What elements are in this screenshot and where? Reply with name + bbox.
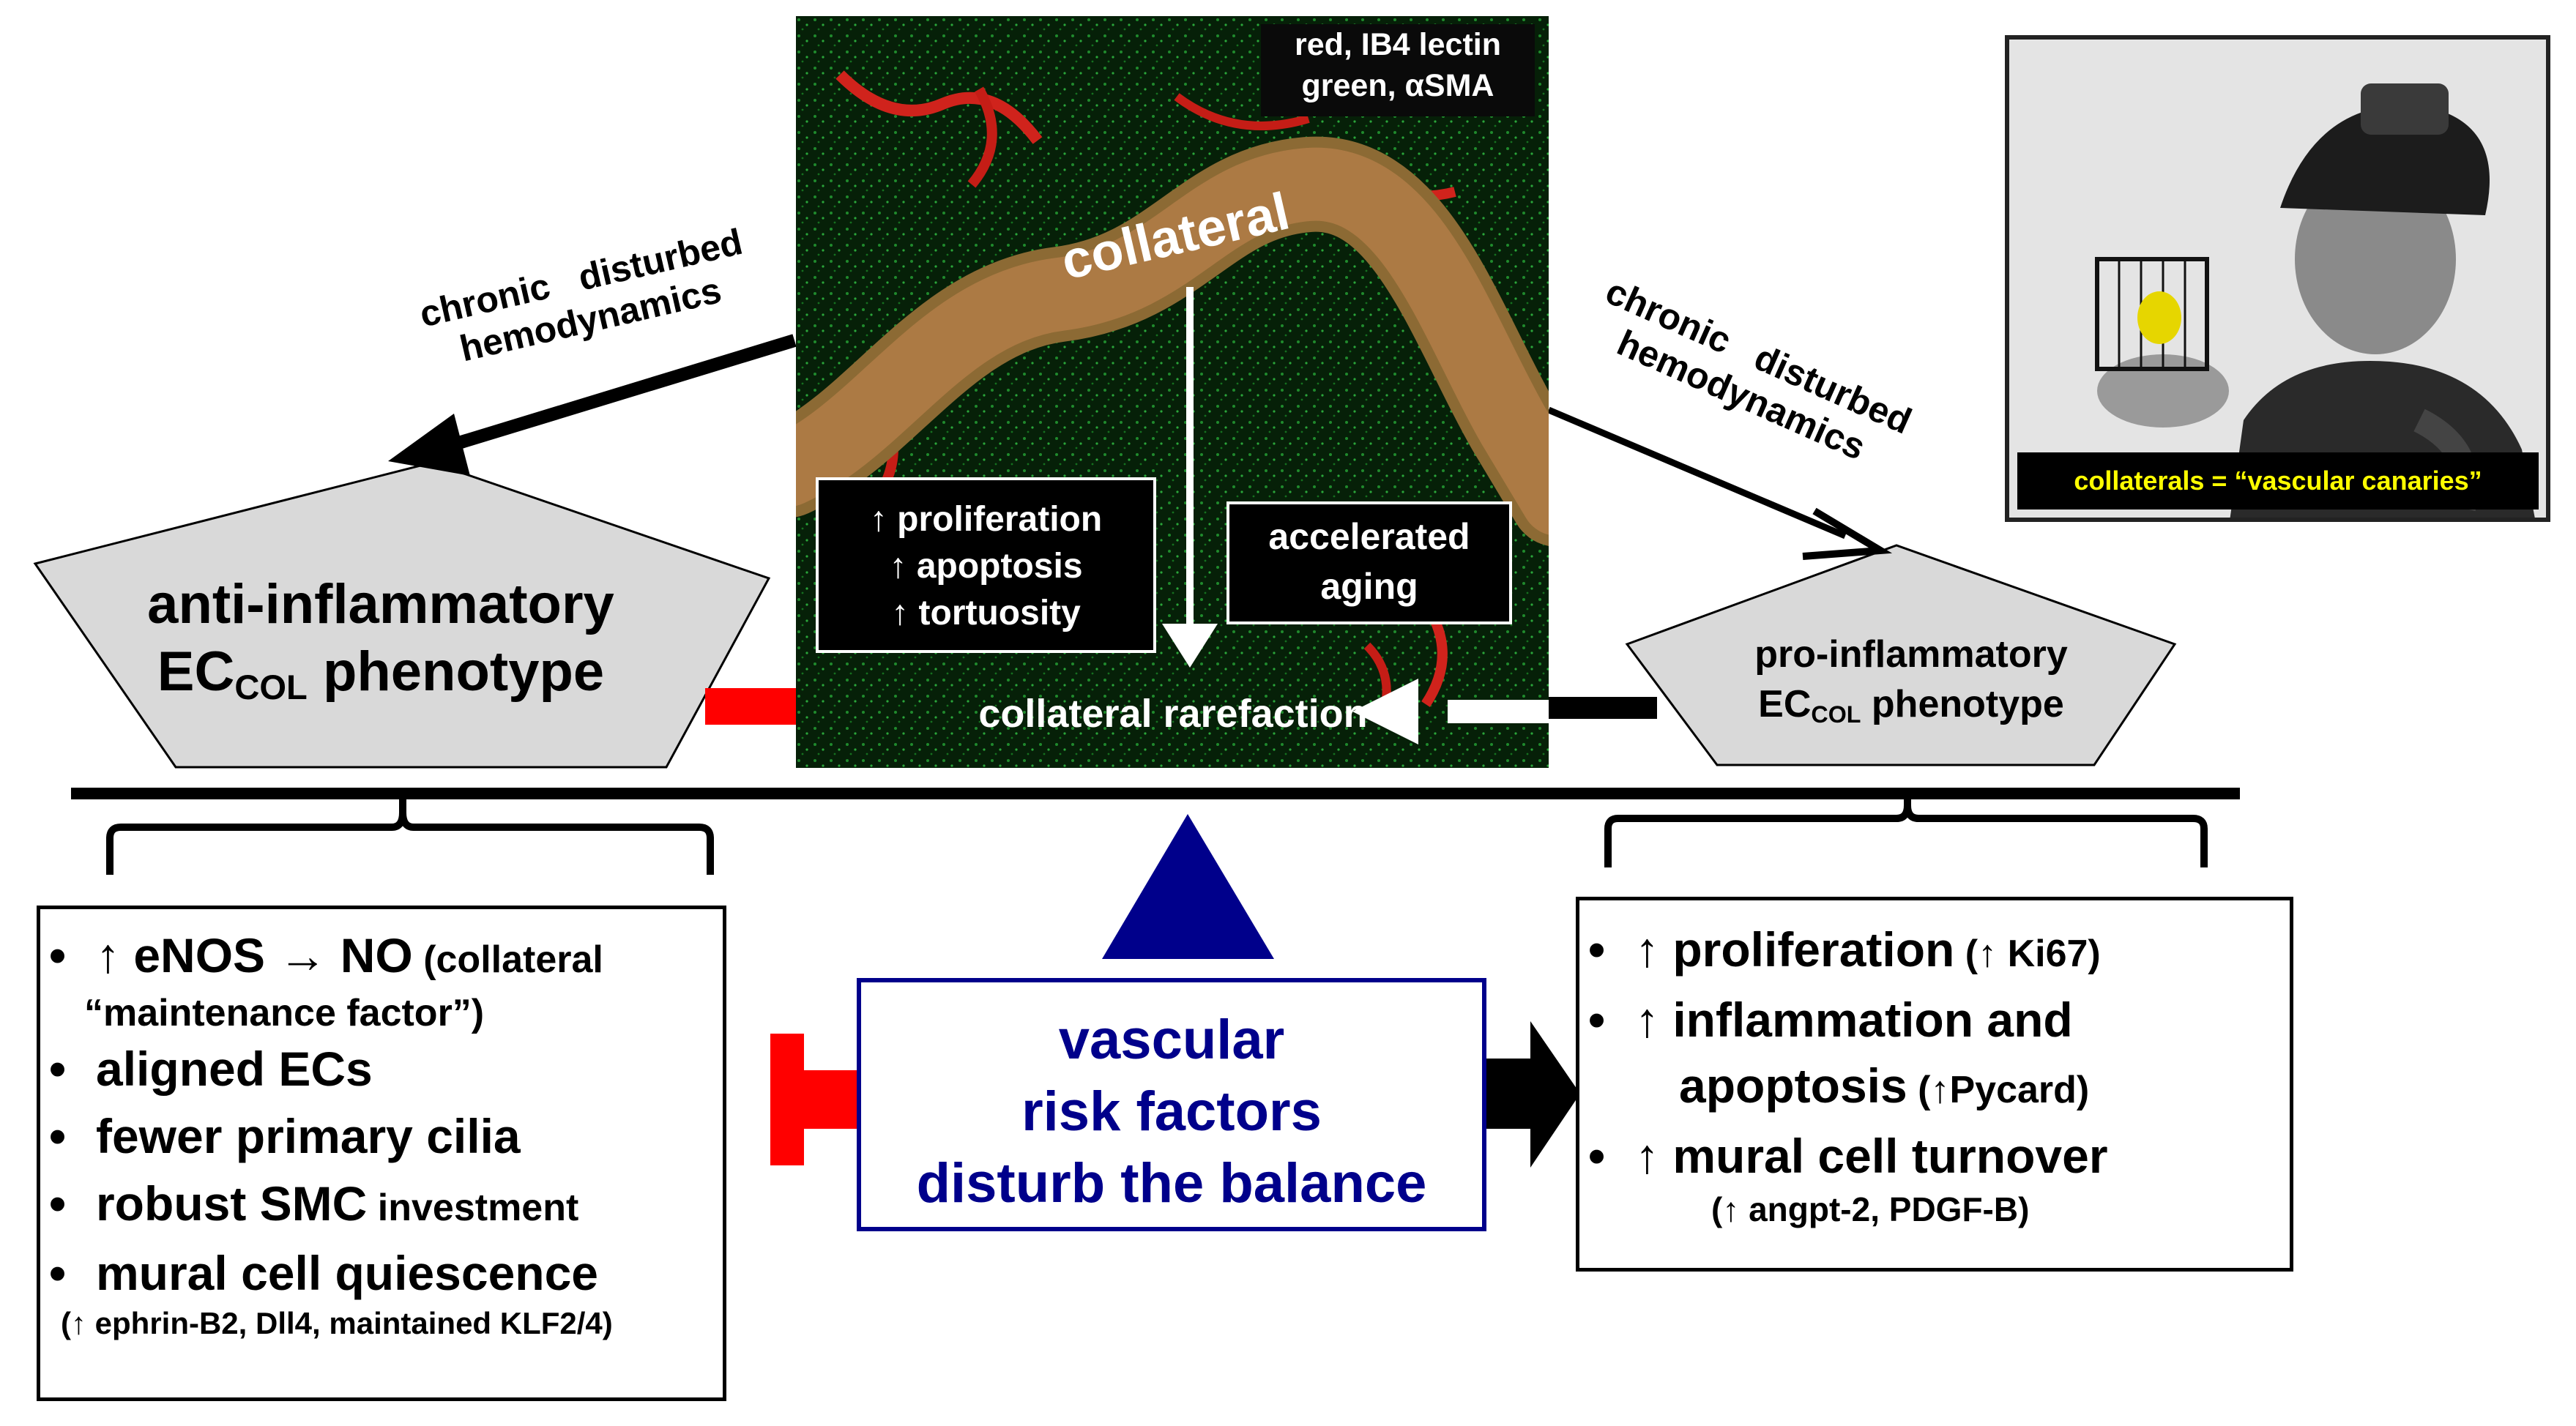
red-inhibit-cap-bottom: [770, 1034, 804, 1165]
col-subscript: COL: [234, 667, 308, 706]
collateral-paren-text: (collateral: [412, 938, 603, 981]
anti-inflammatory-line: anti-inflammatory: [147, 573, 614, 635]
aging-line-2: aging: [1320, 566, 1418, 607]
angpt-note: (↑ angpt-2, PDGF-B): [1711, 1190, 2030, 1228]
right-pentagon-shape: [1625, 544, 2177, 766]
left-hemodynamics-arrowhead: [388, 414, 470, 476]
smc-text: robust SMC: [96, 1176, 368, 1231]
anti-inflammatory-list: ↑ eNOS → NO (collateral “maintenance fac…: [40, 909, 723, 1304]
right-hemodynamics-arrowhead: [1802, 507, 1893, 560]
accelerated-aging-box: accelerated aging: [1226, 501, 1512, 624]
list-item: mural cell quiescence: [40, 1242, 723, 1304]
anti-inflammatory-phenotype-line: ECCOL phenotype: [81, 638, 681, 721]
tortuosity-line: ↑ tortuosity: [891, 594, 1081, 632]
proliferation-box: ↑ proliferation ↑ apoptosis ↑ tortuosity: [816, 477, 1156, 653]
stain-legend-red: red, IB4 lectin: [1295, 27, 1501, 62]
miner-photo-image: [2009, 40, 2546, 518]
right-hemodynamics-arrow: [1547, 406, 1847, 540]
col-subscript: COL: [1811, 701, 1861, 728]
miner-canary-photo: [2005, 35, 2550, 522]
quiescence-text: mural cell quiescence: [96, 1246, 599, 1300]
ki67-text: (↑ Ki67): [1954, 933, 2101, 975]
pro-inflammatory-line: pro-inflammatory: [1754, 633, 2068, 676]
collateral-rarefaction-label: collateral rarefaction: [978, 692, 1368, 736]
black-stem-right: [1549, 697, 1657, 719]
apoptosis-text: apoptosis: [1679, 1059, 1907, 1113]
risk-line-1: vascular: [1058, 1009, 1285, 1071]
aligned-ecs-text: aligned ECs: [96, 1042, 373, 1096]
red-inhibit-stem-bottom: [804, 1070, 857, 1129]
risk-line-3: disturb the balance: [916, 1152, 1427, 1214]
anti-inflammatory-features-box: ↑ eNOS → NO (collateral “maintenance fac…: [37, 906, 726, 1401]
phenotype-text: phenotype: [307, 641, 605, 703]
list-item: aligned ECs: [40, 1035, 723, 1102]
risk-line-2: risk factors: [1021, 1080, 1322, 1143]
pro-inflammatory-features-box: ↑ proliferation (↑ Ki67) ↑ inflammation …: [1576, 897, 2293, 1272]
apoptosis-line: ↑ apoptosis: [889, 547, 1083, 586]
pro-inflammatory-phenotype-label: pro-inflammatory ECCOL phenotype: [1655, 630, 2167, 739]
pro-inflammatory-list: ↑ proliferation (↑ Ki67) ↑ inflammation …: [1579, 900, 2290, 1189]
pycard-text: (↑Pycard): [1907, 1069, 2090, 1111]
enos-text: ↑ eNOS → NO: [96, 928, 413, 982]
quiescence-note: (↑ ephrin-B2, Dll4, maintained KLF2/4): [61, 1306, 613, 1340]
right-brace: [1604, 799, 2208, 867]
proliferation-line: ↑ proliferation: [869, 500, 1103, 539]
proliferation-text: ↑ proliferation: [1635, 922, 1955, 977]
list-item: ↑ inflammation and apoptosis (↑Pycard): [1579, 987, 2290, 1123]
balance-beam: [71, 788, 2240, 799]
mural-turnover-text: ↑ mural cell turnover: [1635, 1129, 2108, 1183]
left-hemodynamics-arrow: [444, 334, 797, 453]
collateral-micrograph: collateral: [796, 16, 1549, 768]
maintenance-factor-text: “maintenance factor”): [84, 992, 485, 1034]
list-item: fewer primary cilia: [40, 1102, 723, 1170]
ec-text: EC: [1758, 683, 1812, 725]
stain-legend: red, IB4 lectin green, αSMA: [1261, 24, 1535, 116]
ec-text: EC: [157, 641, 235, 703]
list-item: ↑ proliferation (↑ Ki67): [1579, 917, 2290, 987]
black-block-arrow-head: [1530, 1021, 1580, 1168]
left-pentagon-shape: [33, 461, 771, 769]
list-item: robust SMC investment: [40, 1170, 723, 1242]
investment-text: investment: [367, 1187, 579, 1229]
stain-legend-green: green, αSMA: [1301, 68, 1494, 103]
primary-cilia-text: fewer primary cilia: [96, 1109, 521, 1163]
left-brace: [106, 799, 714, 875]
apoptosis-line: apoptosis (↑Pycard): [1635, 1053, 2290, 1123]
black-block-arrow-body: [1486, 1059, 1532, 1129]
anti-inflammatory-phenotype-label: anti-inflammatory ECCOL phenotype: [81, 571, 681, 721]
inflammation-text: ↑ inflammation and: [1635, 993, 2073, 1047]
aging-line-1: accelerated: [1268, 516, 1470, 557]
vascular-canaries-caption: collaterals = “vascular canaries”: [2017, 452, 2539, 509]
fulcrum-triangle: [1102, 814, 1274, 959]
phenotype-text: phenotype: [1861, 683, 2064, 725]
vascular-risk-factors-box: vascular risk factors disturb the balanc…: [857, 978, 1486, 1231]
list-item: ↑ mural cell turnover: [1579, 1123, 2290, 1189]
list-item: ↑ eNOS → NO (collateral “maintenance fac…: [40, 924, 723, 1035]
pro-inflammatory-phenotype-line: ECCOL phenotype: [1655, 679, 2167, 739]
micrograph-image: [796, 16, 1549, 768]
